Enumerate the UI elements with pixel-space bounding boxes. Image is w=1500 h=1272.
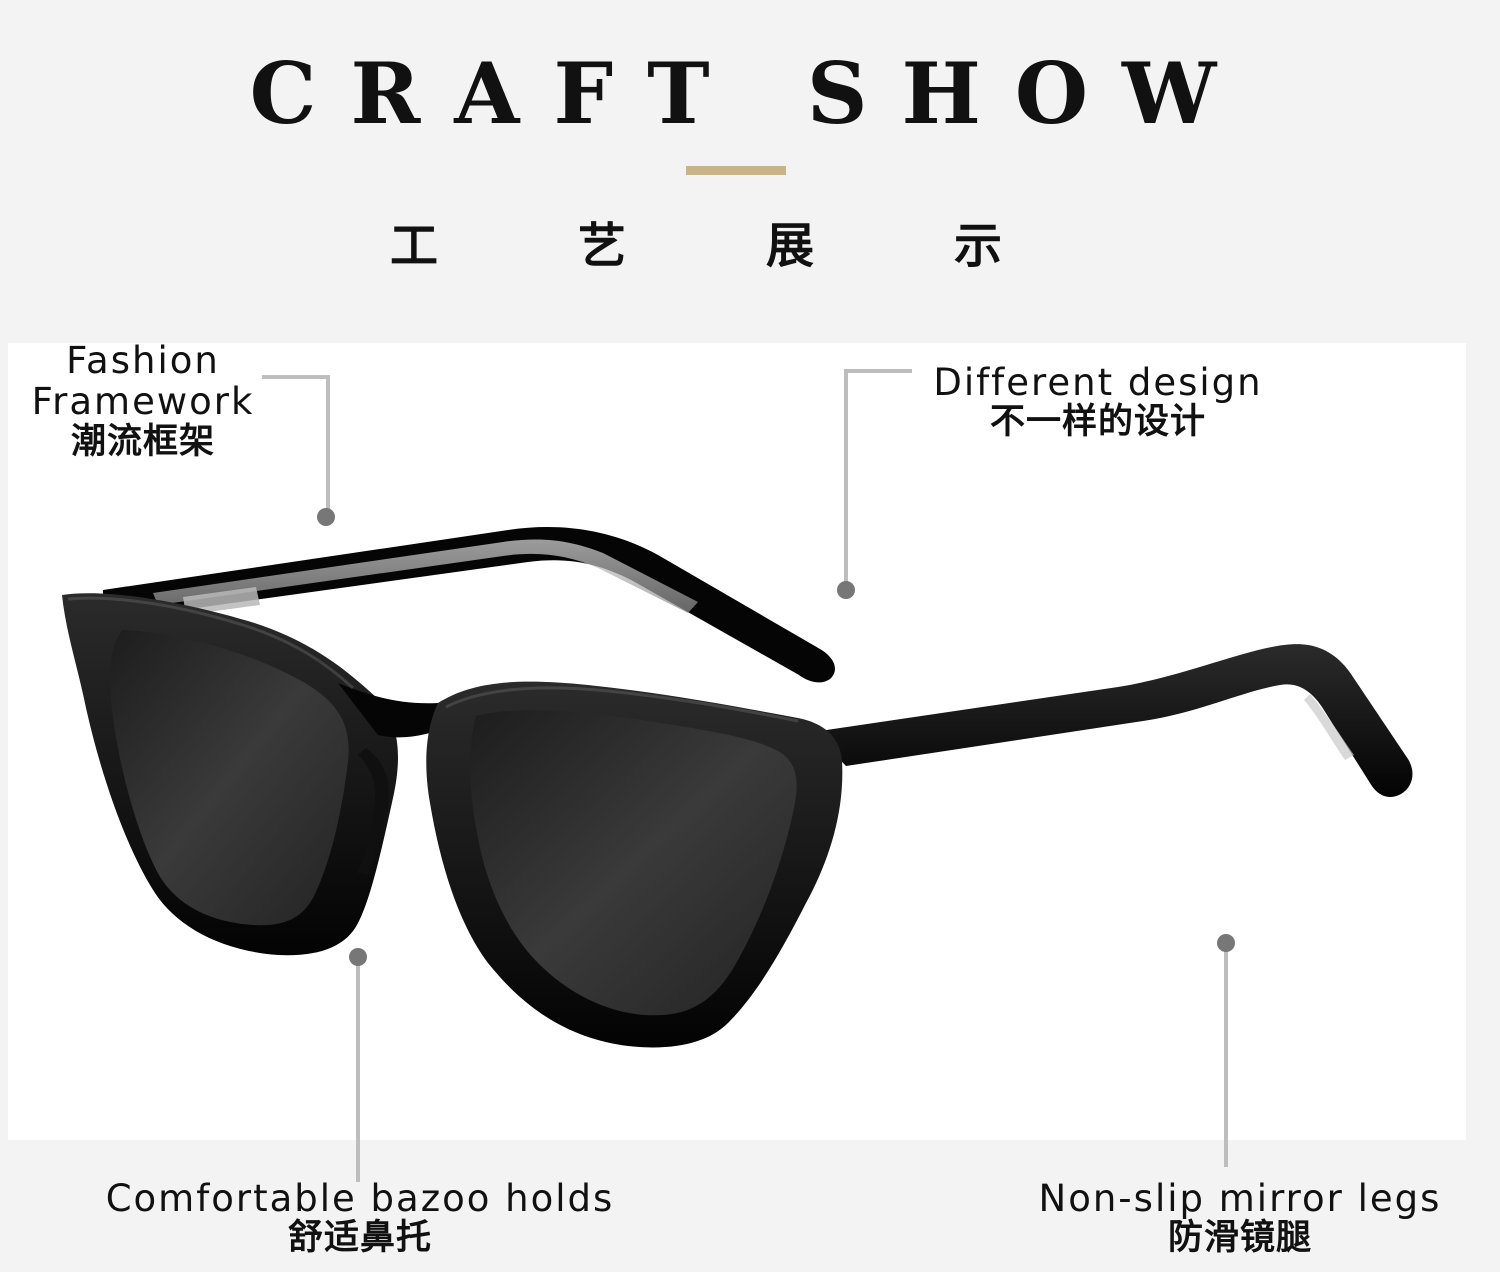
callout-design-en: Different design [933, 361, 1263, 404]
callout-legs-en: Non-slip mirror legs [1038, 1177, 1442, 1220]
callout-nose-en: Comfortable bazoo holds [105, 1177, 615, 1220]
accent-divider [686, 166, 786, 175]
page-subtitle: 工艺展示 [389, 218, 1142, 274]
callout-nose-zh: 舒适鼻托 [287, 1218, 432, 1259]
callout-mirror-legs: Non-slip mirror legs 防滑镜腿 [1025, 1178, 1455, 1259]
callout-different-design: Different design 不一样的设计 [928, 362, 1268, 443]
callout-legs-zh: 防滑镜腿 [1167, 1218, 1312, 1259]
callout-nose-pads: Comfortable bazoo holds 舒适鼻托 [80, 1178, 640, 1259]
callout-fashion-zh: 潮流框架 [70, 421, 215, 462]
header-section: CRAFT SHOW 工艺展示 [0, 0, 1500, 340]
callout-fashion-framework: Fashion Framework 潮流框架 [18, 340, 268, 462]
page-title: CRAFT SHOW [249, 44, 1251, 143]
callout-design-zh: 不一样的设计 [989, 402, 1206, 443]
sunglasses-icon [62, 526, 1413, 1048]
callout-fashion-en: Fashion Framework [31, 339, 255, 424]
